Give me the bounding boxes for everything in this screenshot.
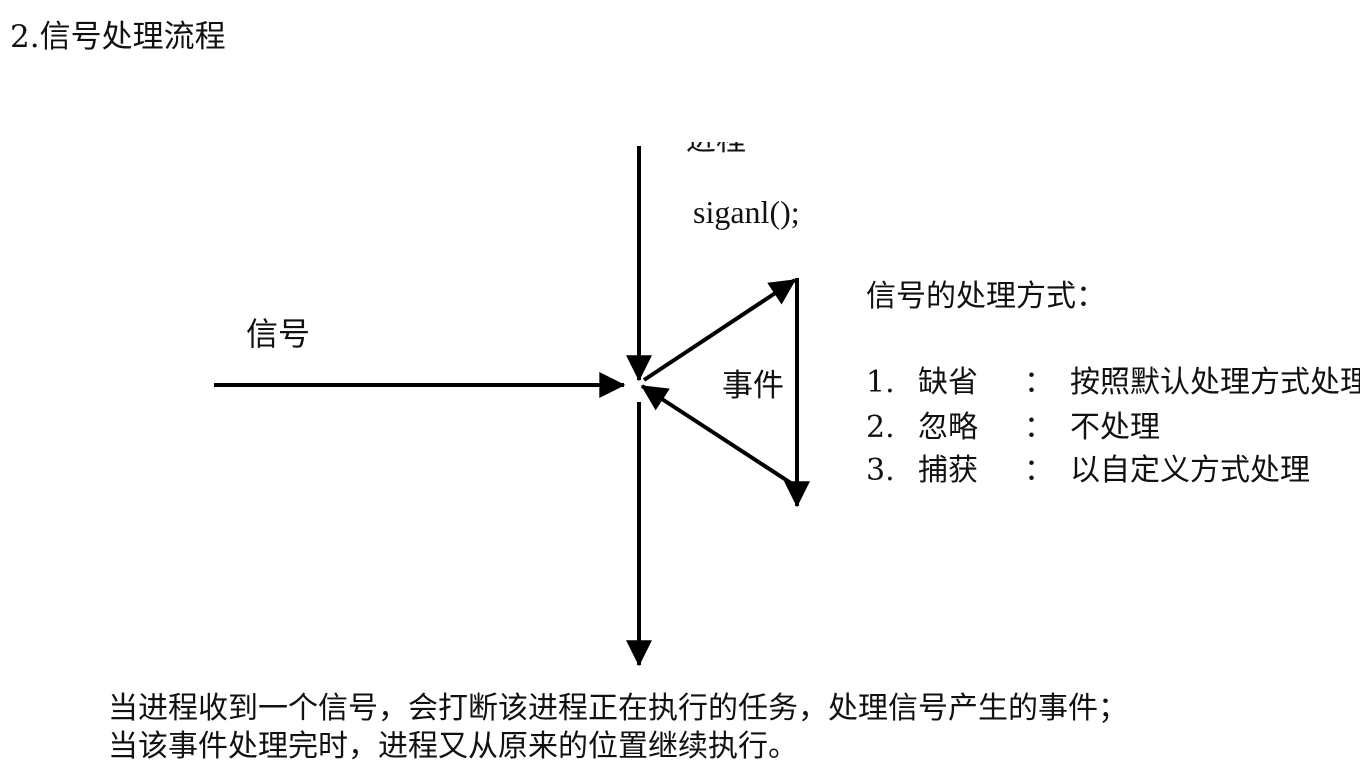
method-name: 忽略 <box>918 410 978 445</box>
page-heading: 2.信号处理流程 <box>10 19 226 55</box>
method-name: 缺省 <box>918 365 978 400</box>
method-item: 1. 缺省 ： 按照默认处理方式处理 <box>866 368 1360 398</box>
methods-title: 信号的处理方式： <box>866 279 1106 314</box>
event-label: 事件 <box>722 368 784 404</box>
method-colon: ： <box>1024 410 1054 445</box>
method-number: 1. <box>866 365 895 400</box>
method-colon: ： <box>1024 365 1054 400</box>
to-event-handler-arrow <box>642 278 797 382</box>
process-label: 进程 <box>686 142 746 156</box>
method-description: 不处理 <box>1070 410 1160 445</box>
method-colon: ： <box>1024 453 1054 488</box>
method-number: 3. <box>866 453 895 488</box>
method-description: 以自定义方式处理 <box>1070 453 1310 488</box>
method-item: 3. 捕获 ： 以自定义方式处理 <box>866 456 1310 486</box>
return-to-process-arrow <box>640 384 799 489</box>
description-line-2: 当该事件处理完时，进程又从原来的位置继续执行。 <box>108 729 798 764</box>
method-name: 捕获 <box>918 453 978 488</box>
method-description: 按照默认处理方式处理 <box>1070 365 1360 400</box>
method-item: 2. 忽略 ： 不处理 <box>866 413 1160 443</box>
process-label-clip: 进程 <box>680 142 800 158</box>
process-description: 当进程收到一个信号，会打断该进程正在执行的任务，处理信号产生的事件； 当该事件处… <box>108 690 1128 766</box>
signal-label: 信号 <box>246 315 311 353</box>
description-line-1: 当进程收到一个信号，会打断该进程正在执行的任务，处理信号产生的事件； <box>108 691 1128 726</box>
signal-call-label: siganl(); <box>693 194 800 230</box>
method-number: 2. <box>866 410 895 445</box>
